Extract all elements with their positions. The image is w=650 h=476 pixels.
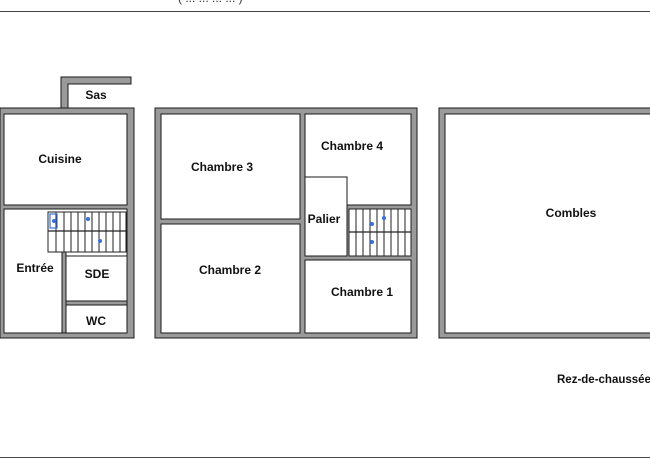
room-wc (65, 304, 128, 334)
label-chambre-4: Chambre 4 (321, 139, 383, 153)
label-sde: SDE (85, 267, 110, 281)
label-chambre-1: Chambre 1 (331, 285, 393, 299)
label-entree: Entrée (16, 261, 54, 275)
room-chambre-2 (160, 223, 301, 334)
block-ground-left (0, 76, 135, 339)
entree-partition (61, 251, 67, 334)
label-palier: Palier (308, 212, 341, 226)
label-cuisine: Cuisine (38, 152, 82, 166)
label-chambre-3: Chambre 3 (191, 160, 253, 174)
floor-label: Rez-de-chaussée (557, 374, 650, 386)
stairs-ground (47, 211, 127, 253)
room-combles (444, 113, 650, 334)
room-chambre-1 (304, 259, 412, 334)
label-sas: Sas (85, 88, 107, 102)
label-chambre-2: Chambre 2 (199, 263, 261, 277)
block-upper-floor (154, 107, 418, 339)
page-frame-top (0, 11, 650, 12)
room-cuisine (3, 113, 128, 206)
label-wc: WC (86, 314, 106, 328)
stairs-upper (348, 208, 412, 257)
sde-wc-partition (65, 300, 128, 306)
label-combles: Combles (546, 206, 597, 220)
header-fragment: ( ... ... ... ... ) (178, 0, 243, 5)
room-chambre-3 (160, 113, 301, 220)
block-attic (438, 107, 650, 339)
room-palier (304, 176, 348, 257)
page-frame-bottom (0, 457, 650, 458)
